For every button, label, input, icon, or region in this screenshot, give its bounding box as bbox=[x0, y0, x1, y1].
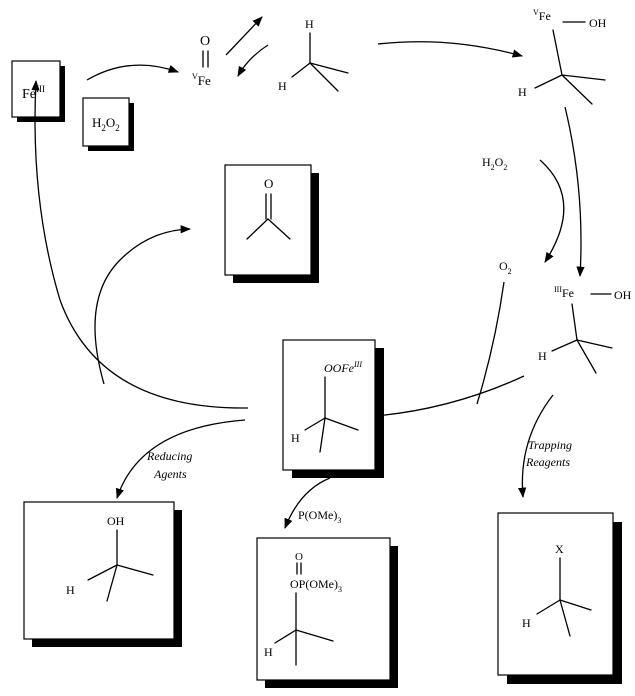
fe3-oh-h-label: H bbox=[538, 349, 547, 363]
phosphate-o-label: O bbox=[295, 551, 303, 563]
h2o2-box: H2O2 bbox=[82, 97, 134, 151]
alkane-h-left: H bbox=[278, 79, 287, 93]
peroxo-h-label: H bbox=[291, 431, 300, 445]
ketone-box: O bbox=[224, 164, 319, 283]
fe3-box: FeIII bbox=[11, 60, 65, 122]
fev-oh-oh-label: OH bbox=[589, 16, 607, 30]
arrow-fe3-to-oxo bbox=[86, 64, 179, 81]
fe3-oh-oh-label: OH bbox=[614, 288, 632, 302]
arrow-peroxo-to-ketone bbox=[94, 225, 192, 385]
reducing-label-1: Reducing bbox=[146, 449, 192, 463]
arrow-to-fev-oh bbox=[377, 41, 524, 58]
trapping-label-1: Trapping bbox=[528, 438, 572, 452]
pome3-label: P(OMe)3 bbox=[298, 508, 341, 525]
phosphate-op-label: OP(OMe)3 bbox=[290, 577, 342, 594]
fev-oh-fe-label: VFe bbox=[533, 8, 551, 23]
arrow-phosphite bbox=[284, 477, 331, 529]
fe3-oh-fe-label: IIIFe bbox=[554, 285, 574, 300]
arrow-peroxo-to-fe3 bbox=[31, 79, 249, 409]
alkane-h-top: H bbox=[305, 17, 314, 31]
fev-oxo-label: VFe bbox=[192, 72, 211, 88]
o2-label: O2 bbox=[499, 259, 512, 276]
h2o2-free-label: H2O2 bbox=[482, 155, 507, 172]
fe3-oh-intermediate: IIIFe OH H bbox=[538, 285, 632, 374]
phosphate-box: O OP(OMe)3 H bbox=[256, 537, 398, 688]
trapped-product-box: X H bbox=[497, 512, 622, 684]
fev-oh-h-label: H bbox=[518, 85, 527, 99]
peroxo-label: OOFeIII bbox=[324, 360, 362, 375]
arrow-fev-oh-to-fe3-oh bbox=[564, 106, 585, 278]
arrow-h2o2-to-o2 bbox=[539, 159, 565, 263]
arrow-trapping bbox=[518, 394, 554, 499]
alkane-substrate: H H bbox=[278, 17, 349, 93]
h2o2-label: H2O2 bbox=[92, 115, 120, 133]
arrow-reducing bbox=[115, 419, 246, 499]
trapped-x-label: X bbox=[555, 542, 564, 556]
fev-oxo: O VFe bbox=[192, 34, 211, 88]
oxo-o-label: O bbox=[200, 34, 210, 49]
fe3-label: FeIII bbox=[22, 84, 45, 102]
fev-oh-intermediate: VFe OH H bbox=[518, 8, 607, 105]
reducing-label-2: Agents bbox=[153, 467, 187, 481]
peroxo-box: OOFeIII H bbox=[282, 339, 384, 478]
trapping-label-2: Reagents bbox=[525, 455, 570, 469]
phosphate-h-label: H bbox=[264, 645, 273, 659]
alcohol-oh-label: OH bbox=[107, 514, 125, 528]
arrow-oxo-to-alkane bbox=[225, 16, 263, 56]
arrow-alkane-to-oxo bbox=[237, 44, 269, 77]
arrow-o2-to-peroxo bbox=[476, 281, 505, 405]
ketone-o-label: O bbox=[264, 176, 273, 191]
alcohol-box: OH H bbox=[23, 501, 182, 647]
alcohol-h-label: H bbox=[66, 583, 75, 597]
trapped-h-label: H bbox=[522, 616, 531, 630]
